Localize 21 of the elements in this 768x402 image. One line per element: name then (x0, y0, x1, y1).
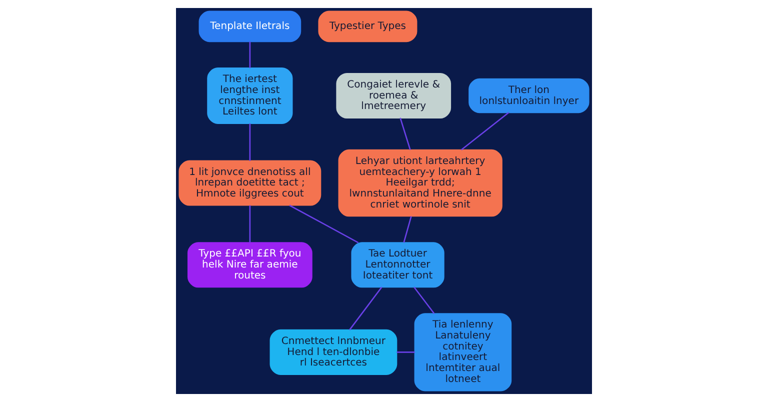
node-box: Lehyar utiont larteahrtery uemteachery-y lorwah 1 Heeilgar trdd; lwnnstunlaitand Hnere-dnne cnriet wortinole snit (338, 149, 502, 217)
node-box: Typestier Types (318, 10, 418, 42)
node-box: Tae Lodtuer Lentonnotter Ioteatiter tont (351, 242, 444, 288)
node-box: Congaiet lerevle & roemea & lmetreemery (336, 72, 452, 119)
connector (396, 352, 415, 353)
connector (249, 42, 251, 68)
connector (249, 205, 251, 243)
node-box: Tia lenlenny Lanatuleny cotnitey latinveert lntemtiter aual lotneet (414, 313, 512, 392)
node-box: Type ££API ££R fyou helk Nire far aemie routes (187, 242, 312, 288)
node-box: Cnmettect lnnbmeur Hend l ten-dlonbie rl Iseacertces (270, 329, 398, 375)
connector (460, 112, 510, 150)
node-box: Ther lon lonlstunloaitin lnyer (468, 78, 590, 114)
connector (349, 286, 382, 330)
connector (249, 123, 251, 161)
connector (403, 216, 412, 243)
node-box: 1 lit jonvce dnenotiss all lnrepan doetitte tact ; Hmnote ilggrees cout (178, 160, 322, 206)
connector (400, 118, 411, 150)
connector (289, 204, 359, 244)
node-box: Tenplate Iletrals (198, 10, 302, 42)
node-box: The iertest lengthe inst cnnstinment Leiltes lont (207, 68, 293, 124)
connector (414, 286, 435, 314)
